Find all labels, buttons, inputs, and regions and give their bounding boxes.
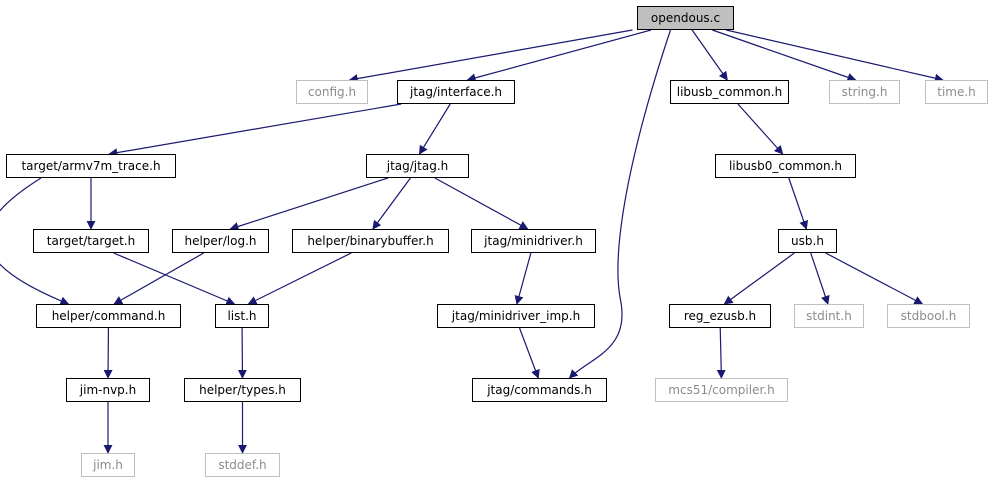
edge-interface-to-jtag (418, 103, 451, 155)
edge-opendous-to-libusb_common (691, 29, 728, 81)
node-target-armv7m-trace-h[interactable]: target/armv7m_trace.h (6, 154, 176, 178)
node-jtag-minidriver-imp-h[interactable]: jtag/minidriver_imp.h (437, 304, 595, 328)
node-config-h: config.h (296, 80, 368, 104)
edge-jtag-to-log (229, 177, 389, 231)
node-libusb-common-h[interactable]: libusb_common.h (670, 80, 789, 104)
node-helper-command-h[interactable]: helper/command.h (36, 304, 181, 328)
node-reg-ezusb-h[interactable]: reg_ezusb.h (669, 304, 771, 328)
edge-libusb_common-to-libusb0_common (737, 103, 784, 155)
edge-log-to-command (113, 252, 204, 305)
edge-opendous-to-string (712, 29, 857, 82)
node-stdint-h: stdint.h (794, 304, 864, 328)
node-stdbool-h: stdbool.h (887, 304, 970, 328)
edge-jtag-to-binarybuffer (372, 177, 411, 230)
edge-minidriver-to-minidriver_imp (514, 252, 532, 305)
node-helper-types-h[interactable]: helper/types.h (184, 378, 301, 402)
edge-opendous-to-interface (466, 29, 652, 83)
node-mcs51-compiler-h: mcs51/compiler.h (655, 378, 788, 402)
edge-opendous-to-config (348, 29, 633, 84)
node-libusb0-common-h[interactable]: libusb0_common.h (715, 154, 856, 178)
edge-usb-to-stdbool (825, 252, 924, 305)
edge-jtag-to-minidriver (434, 177, 529, 230)
edge-minidriver_imp-to-commands (518, 327, 540, 379)
edge-interface-to-armv7m_trace (108, 103, 402, 158)
edge-libusb0_common-to-usb (788, 177, 809, 230)
edge-target-to-list (113, 252, 236, 305)
node-jtag-jtag-h[interactable]: jtag/jtag.h (366, 154, 469, 178)
edge-usb-to-stdint (810, 252, 830, 305)
edge-armv7m_trace-to-command (0, 177, 70, 306)
edge-opendous-to-time (726, 29, 944, 83)
node-helper-binarybuffer-h[interactable]: helper/binarybuffer.h (292, 229, 449, 253)
edge-usb-to-reg_ezusb (723, 252, 795, 305)
node-target-target-h[interactable]: target/target.h (33, 229, 149, 253)
node-time-h: time.h (925, 80, 988, 104)
node-usb-h[interactable]: usb.h (778, 229, 837, 253)
node-jim-nvp-h[interactable]: jim-nvp.h (66, 378, 150, 402)
node-string-h: string.h (829, 80, 900, 104)
node-jtag-interface-h[interactable]: jtag/interface.h (397, 80, 515, 104)
node-helper-log-h[interactable]: helper/log.h (172, 229, 269, 253)
edge-opendous-to-commands (568, 29, 672, 379)
node-jim-h: jim.h (81, 453, 135, 477)
node-list-h[interactable]: list.h (215, 304, 269, 328)
node-opendous-c[interactable]: opendous.c (637, 6, 734, 30)
edge-binarybuffer-to-list (247, 252, 352, 305)
edge-reg_ezusb-to-compiler (716, 327, 726, 379)
node-jtag-minidriver-h[interactable]: jtag/minidriver.h (471, 229, 596, 253)
node-stddef-h: stddef.h (205, 453, 280, 477)
node-jtag-commands-h[interactable]: jtag/commands.h (472, 378, 607, 402)
